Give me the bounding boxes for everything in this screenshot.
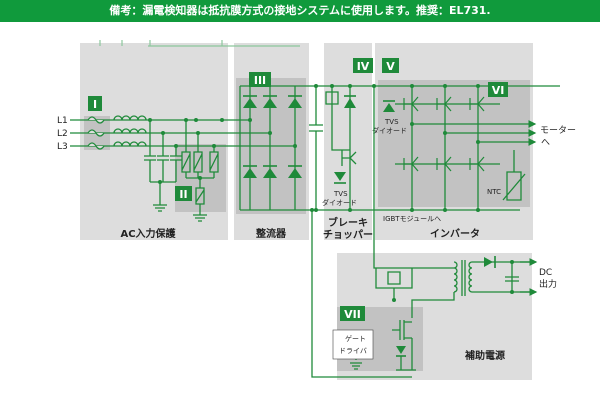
rectifier-legs [239, 86, 296, 210]
brake-chopper-label: ブレーキ [328, 216, 368, 229]
badge-iii [249, 72, 271, 87]
badge-i-text: I [93, 98, 97, 111]
rectifier-label: 整流器 [255, 227, 287, 240]
aux-transformer [453, 260, 473, 296]
badge-iii-text: III [254, 74, 266, 87]
inverter-legs [411, 86, 479, 210]
ground-left [153, 204, 167, 212]
tvs-diode-inverter [383, 100, 395, 112]
tvs-label-inverter: TVS [384, 118, 399, 126]
gate-driver-label: ゲート [345, 334, 366, 343]
badge-v-text: V [386, 60, 395, 73]
tvs-diode-brake [334, 172, 346, 184]
brake-chopper-label-2: チョッパー [323, 229, 373, 241]
inverter-subblock-vi [378, 80, 530, 207]
aux-supply-feed [311, 86, 454, 378]
aux-ground [350, 349, 372, 370]
brake-diode [344, 95, 356, 108]
rectifier-diodes [243, 95, 302, 178]
ac-protection-label: AC入力保護 [120, 227, 176, 240]
inductor-l1 [113, 115, 147, 121]
igbt-switches [403, 96, 485, 172]
badge-iv-text: IV [357, 60, 370, 73]
circuit-diagram: L1 L2 L3 TVS ダイオード T [57, 40, 576, 380]
dc-output-label-2: 出力 [539, 278, 557, 290]
junction-nodes [148, 84, 514, 302]
l3-label: L3 [57, 142, 68, 152]
motor-label-2: へ [541, 138, 550, 148]
gate-driver-label-2: ドライバ [339, 347, 367, 355]
motor-label: モーター [540, 125, 576, 136]
note-banner: 備考：漏電検知器は抵抗膜方式の接地システムに使用します。推奨：EL731. [0, 0, 600, 22]
badge-iv [353, 58, 373, 73]
y-capacitor-bank [144, 120, 182, 205]
fuse-l2 [87, 129, 105, 137]
badge-vii-text: VII [344, 308, 361, 321]
inductor-l3 [113, 141, 147, 147]
aux-rectifier-diode [484, 256, 496, 268]
gate-driver-box [332, 329, 374, 360]
tvs-diode-label-inverter: ダイオード [372, 126, 407, 135]
aux-mosfet [392, 292, 455, 350]
gdt-protector [195, 187, 205, 215]
ntc-label: NTC [487, 188, 501, 196]
aux-ground-line [396, 350, 416, 371]
ntc-thermistor [502, 150, 526, 201]
top-trace [99, 40, 300, 47]
badge-vi-text: VI [492, 84, 505, 97]
dc-link-capacitor [309, 86, 323, 210]
badge-ii-text: II [179, 188, 187, 201]
badge-vi [488, 82, 508, 97]
inverter-label: インバータ [430, 228, 480, 240]
inductor-l2 [113, 128, 147, 134]
fuse-l1 [87, 116, 105, 124]
brake-chopper-wires [325, 86, 351, 151]
aux-power-label: 補助電源 [464, 349, 505, 362]
l1-label: L1 [57, 116, 68, 126]
l2-label: L2 [57, 129, 68, 139]
brake-transistor [341, 150, 357, 210]
badge-ii [175, 186, 192, 201]
badge-vii [340, 306, 365, 321]
aux-secondary [472, 261, 533, 293]
dc-output-label: DC [539, 268, 552, 278]
badge-i [88, 96, 102, 111]
badge-v [382, 58, 399, 73]
ground-mid [193, 214, 207, 222]
tvs-label-brake: TVS [333, 190, 348, 198]
fuse-l3 [87, 142, 105, 150]
tvs-diode-label-brake: ダイオード [322, 198, 357, 207]
igbt-module-label: IGBTモジュールへ [383, 215, 441, 223]
